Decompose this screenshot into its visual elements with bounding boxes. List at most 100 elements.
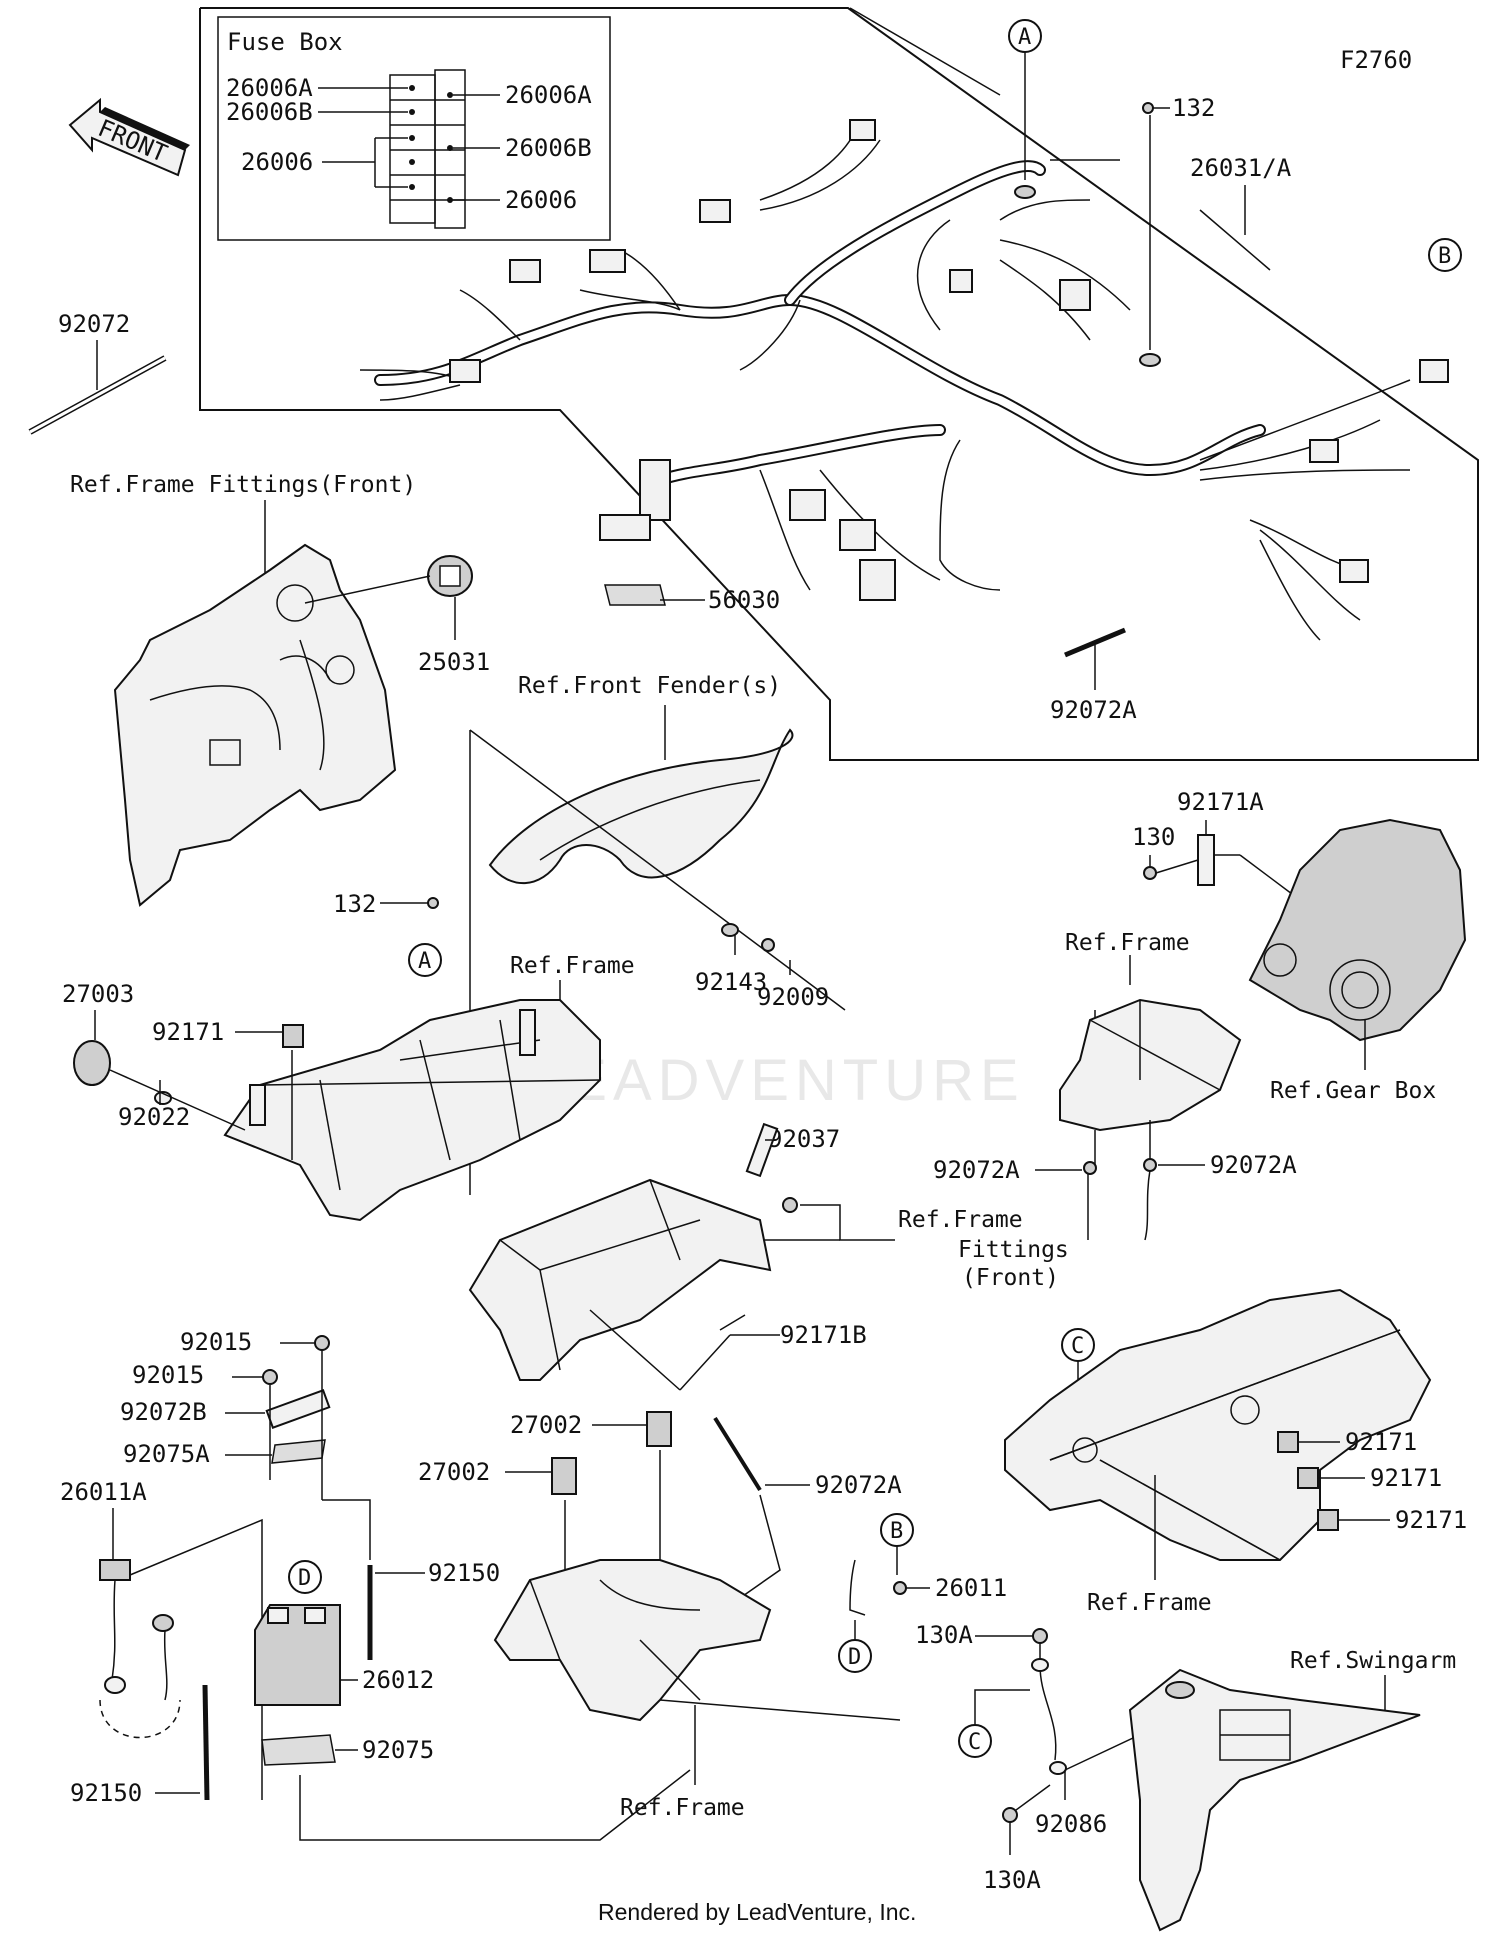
gear-box	[1248, 818, 1467, 1042]
callout-c-swingarm-text: C	[968, 1730, 981, 1755]
part-label-92171a: 92171A	[1177, 788, 1264, 816]
harness-connector	[1059, 279, 1091, 311]
clip-92171-2	[1277, 1431, 1299, 1453]
part-label-92143: 92143	[695, 968, 767, 996]
part-label-92015-2: 92015	[132, 1361, 204, 1389]
bolt-icon	[782, 1197, 798, 1213]
callout-b-top-text: B	[1438, 244, 1451, 269]
part-label-130a-1: 130A	[915, 1621, 973, 1649]
part-label-92171b: 92171B	[780, 1321, 867, 1349]
strap-92072b	[265, 1389, 331, 1429]
callout-a-mid-text: A	[418, 949, 431, 974]
bolt-92009-icon	[761, 938, 775, 952]
part-label-130: 130	[1132, 823, 1175, 851]
part-label-25031: 25031	[418, 648, 490, 676]
ref-frame-fittings-2-line2: Fittings	[958, 1237, 1069, 1263]
harness-connector	[949, 269, 973, 293]
cable-tie-92072a-4	[713, 1416, 762, 1492]
bolt-130a-icon-2	[1002, 1807, 1018, 1823]
part-label-92022: 92022	[118, 1103, 190, 1131]
harness-connector	[859, 559, 896, 601]
fuse-box-slots	[389, 74, 436, 224]
callout-d-bottom-text: D	[848, 1645, 861, 1670]
callout-d-battery	[288, 1560, 322, 1594]
ref-frame-3: Ref.Frame	[620, 1795, 745, 1821]
swingarm	[1128, 1668, 1421, 1932]
part-label-26011: 26011	[935, 1574, 1007, 1602]
diagram-code: F2760	[1340, 46, 1412, 74]
ref-frame-fittings-2-line3: (Front)	[962, 1265, 1059, 1291]
wiring-harness-26031	[359, 119, 1449, 641]
ref-gear-box: Ref.Gear Box	[1270, 1078, 1436, 1104]
clip-92037	[745, 1122, 779, 1178]
part-label-92086: 92086	[1035, 1810, 1107, 1838]
part-label-27003: 27003	[62, 980, 134, 1008]
harness-connector	[849, 119, 876, 141]
harness-connector	[1339, 559, 1369, 583]
ref-swingarm: Ref.Swingarm	[1290, 1648, 1456, 1674]
part-label-92072a-2: 92072A	[933, 1156, 1020, 1184]
clip-92171a	[1197, 834, 1215, 886]
center-frame-section	[493, 1559, 772, 1722]
part-label-92009: 92009	[757, 983, 829, 1011]
fuse-box-title: Fuse Box	[227, 28, 343, 56]
bolt-130-icon	[1143, 866, 1157, 880]
clip-92171	[282, 1024, 304, 1048]
relay-27002-2	[551, 1457, 577, 1495]
relay-box-cap	[599, 514, 651, 541]
harness-connector	[1419, 359, 1449, 383]
washer-92143	[721, 923, 739, 937]
ground-cable-92086	[1039, 1664, 1057, 1761]
clip-92171-3	[1297, 1467, 1319, 1489]
part-label-92072a-3: 92072A	[1210, 1151, 1297, 1179]
boundary-cut-line	[1199, 209, 1271, 271]
bolt-130a-icon	[1032, 1628, 1048, 1644]
nut-92015-icon-2	[262, 1369, 278, 1385]
harness-boundary	[199, 7, 1479, 761]
rear-frame-section	[1004, 1288, 1432, 1561]
part-label-56030: 56030	[708, 586, 780, 614]
relay-box	[639, 459, 671, 521]
fuse-label-left-2: 26006B	[226, 98, 313, 126]
callout-a-top	[1008, 19, 1042, 53]
ref-frame-2: Ref.Frame	[1065, 930, 1190, 956]
harness-connector	[789, 489, 826, 521]
ref-frame-4: Ref.Frame	[1087, 1590, 1212, 1616]
fuse-box-panel: Fuse Box 26006A 26006B 26006 26006A 2600…	[217, 16, 611, 241]
ref-front-fenders: Ref.Front Fender(s)	[518, 673, 781, 699]
callout-c-frame-text: C	[1071, 1334, 1084, 1359]
harness-connector	[509, 259, 541, 283]
fuse-label-right-2: 26006B	[505, 134, 592, 162]
part-label-92171-4: 92171	[1395, 1506, 1467, 1534]
harness-connector	[839, 519, 876, 551]
part-label-130a-2: 130A	[983, 1866, 1041, 1894]
ref-frame-fittings-2-line1: Ref.Frame	[898, 1207, 1023, 1233]
callout-d-battery-text: D	[298, 1566, 311, 1591]
clip-92171-4	[1317, 1509, 1339, 1531]
relay-27002	[646, 1411, 672, 1447]
callout-c-swingarm	[958, 1724, 992, 1758]
front-frame-fittings-panel	[468, 1178, 772, 1381]
terminal-26011	[893, 1581, 907, 1595]
part-label-92072a-4: 92072A	[815, 1471, 902, 1499]
part-label-26031a: 26031/A	[1190, 154, 1292, 182]
bolt-132-icon	[1142, 102, 1154, 114]
callout-a-mid	[408, 943, 442, 977]
watermark-text: LEADVENTURE	[530, 1048, 1025, 1113]
harness-connector	[699, 199, 731, 223]
callout-b-top	[1428, 238, 1462, 272]
callout-d-bottom	[838, 1639, 872, 1673]
part-label-92171-1: 92171	[152, 1018, 224, 1046]
cable-tie-92072a	[1064, 627, 1126, 658]
part-label-92072: 92072	[58, 310, 130, 338]
part-label-27002-1: 27002	[510, 1411, 582, 1439]
part-label-92072a-1: 92072A	[1050, 696, 1137, 724]
part-label-92171-2: 92171	[1345, 1428, 1417, 1456]
fuse-label-right-3: 26006	[505, 186, 577, 214]
credit-text: Rendered by LeadVenture, Inc.	[598, 1899, 916, 1925]
front-arrow-icon: FRONT	[68, 97, 190, 177]
cable-26011	[849, 1559, 866, 1616]
part-label-26011a: 26011A	[60, 1478, 147, 1506]
part-label-92015-1: 92015	[180, 1328, 252, 1356]
